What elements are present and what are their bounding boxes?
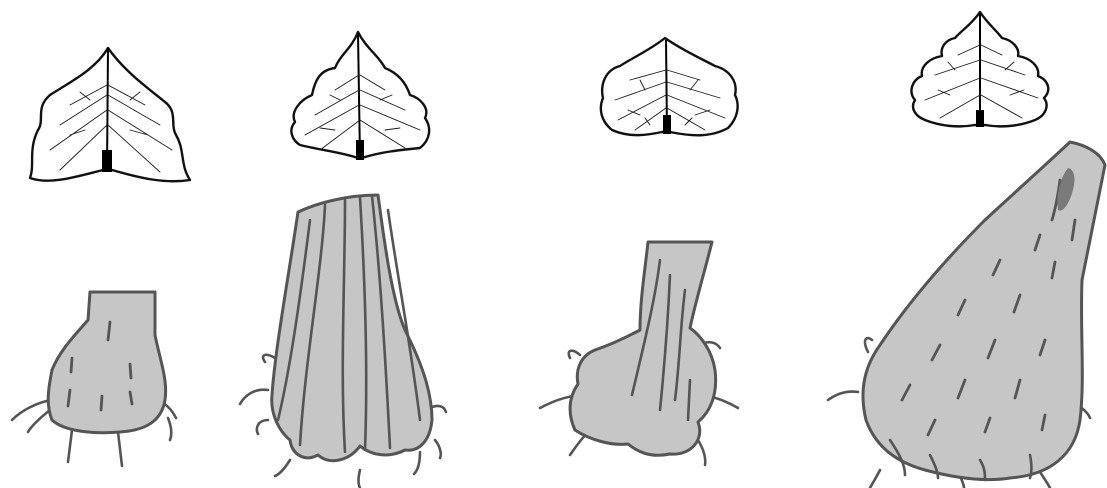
peduncle-2-icon (240, 195, 446, 488)
leaf-2-icon (291, 32, 429, 160)
leaf-3-icon (601, 38, 738, 135)
leaf-1-icon (30, 48, 190, 181)
peduncle-1-icon (12, 292, 176, 466)
peduncle-4-icon (828, 142, 1105, 488)
peduncle-3-icon (540, 242, 738, 465)
leaf-4-icon (911, 12, 1048, 127)
